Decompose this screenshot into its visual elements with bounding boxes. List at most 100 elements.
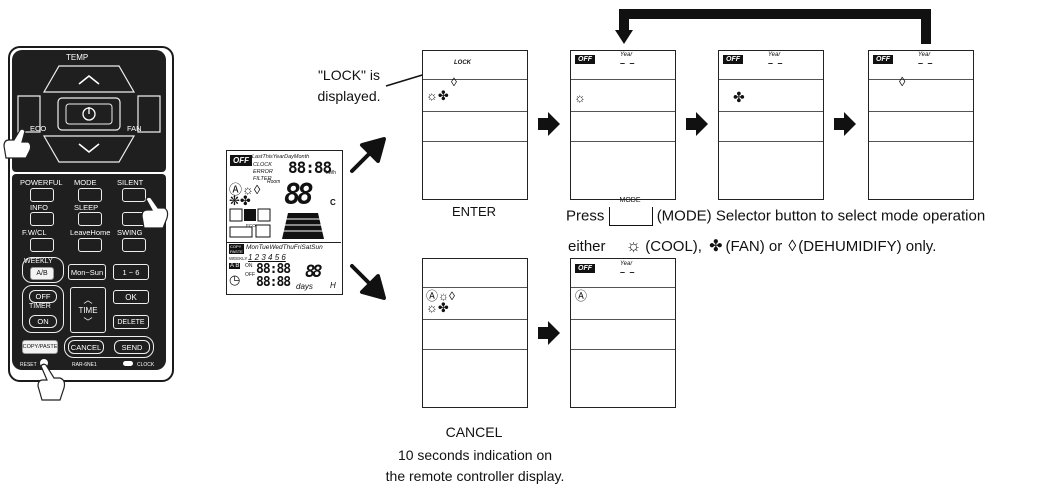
panel-dash: – – [620, 58, 636, 68]
leavehome-button[interactable] [78, 238, 102, 252]
arrow-to-enter [350, 137, 386, 173]
panel-dash: – – [768, 58, 784, 68]
cancel-note-line2: the remote controller display. [385, 468, 565, 484]
panel-year: Year [620, 261, 633, 267]
lcd-off-tag: OFF [230, 155, 252, 166]
temp-up-button[interactable] [42, 65, 136, 93]
mode-button[interactable] [78, 188, 102, 202]
all-mode-icons: Ⓐ☼◊ [426, 289, 455, 303]
panel-auto [570, 258, 676, 408]
cancel-caption: CANCEL [445, 424, 503, 440]
timer-off-button[interactable]: OFF [29, 290, 57, 303]
lcd-room: Room [267, 179, 281, 185]
panel-lock-tag: LOCK [454, 60, 471, 66]
mon-sun-button[interactable]: Mon~Sun [68, 264, 106, 280]
panel-off-tag: OFF [873, 55, 893, 64]
auto-icon: Ⓐ [575, 289, 588, 303]
cool-icon: ☼ [574, 90, 586, 105]
info-label: INFO [30, 203, 48, 212]
temp-label: TEMP [66, 53, 89, 62]
lcd-digits-on: 88:88 [256, 262, 291, 277]
fan-button[interactable] [137, 95, 161, 133]
fwcl-label: F.W/CL [22, 228, 47, 237]
lcd-big-digits: 88 [284, 178, 314, 211]
reset-button[interactable] [40, 359, 48, 367]
time-label: TIME [78, 305, 98, 315]
drop-icon: ◊ [451, 75, 457, 89]
hand-pointer-icon [141, 196, 169, 229]
panel-off-tag: OFF [723, 55, 743, 64]
panel-dash: – – [918, 58, 934, 68]
silent-button[interactable] [122, 188, 146, 202]
timer-on-button[interactable]: ON [29, 315, 57, 328]
time-button[interactable]: ︿TIME﹀ [70, 287, 106, 333]
eco-label: ECO [30, 124, 47, 133]
ok-button[interactable]: OK [113, 290, 149, 304]
swing-button[interactable] [122, 238, 146, 252]
panel-year: Year [918, 52, 931, 58]
cool-fan-icons: ☼✤ [426, 88, 449, 103]
weekly-group [22, 257, 64, 283]
one-six-button[interactable]: 1 ~ 6 [113, 264, 149, 280]
cool-icon: ☼ [625, 236, 642, 255]
ab-button[interactable]: A/B [30, 267, 54, 280]
lcd-numbers: 1 2 3 4 5 6 [248, 253, 286, 262]
temp-down-button[interactable] [42, 135, 136, 163]
enter-caption: ENTER [451, 204, 497, 219]
lcd-ab: A B [229, 263, 241, 269]
timer-label: TIMER [29, 303, 51, 310]
timer-group [22, 285, 64, 333]
lcd-digits-off: 88:88 [256, 275, 291, 290]
fwcl-button[interactable] [30, 238, 54, 252]
arrow-to-cancel [350, 264, 386, 300]
swing-label: SWING [117, 228, 143, 237]
lcd-digits-day: 88 [305, 262, 323, 282]
hand-pointer-icon [37, 363, 66, 401]
cool-fan-icons: ☼✤ [426, 300, 449, 315]
lock-note-line2: displayed. [317, 88, 381, 104]
lcd-days: days [296, 282, 313, 291]
sleep-label: SLEEP [74, 203, 99, 212]
mode-label: MODE [74, 178, 97, 187]
lcd-week-days: MonTueWedThuFriSatSun [246, 244, 323, 251]
right-arrow-2 [686, 112, 708, 136]
cancel-button[interactable]: CANCEL [68, 340, 104, 354]
panel-year: Year [620, 52, 633, 58]
copy-paste-button[interactable]: COPY/PASTE [22, 340, 58, 354]
send-button[interactable]: SEND [114, 340, 150, 354]
cancel-note-line1: 10 seconds indication on [397, 447, 553, 463]
lcd-h: H [330, 281, 336, 290]
eco-button[interactable] [17, 95, 41, 133]
lcd-weekly: WEEKLY [229, 256, 248, 261]
lcd-eco: ECO [246, 223, 256, 228]
lcd-off-small: OFF [245, 272, 255, 278]
full-lcd-display [226, 150, 343, 295]
panel-fan [718, 50, 824, 200]
lcd-divider [227, 242, 341, 243]
panel-off-tag: OFF [575, 55, 595, 64]
lcd-on: ON [245, 263, 253, 269]
lcd-big-c: C [330, 198, 336, 207]
lock-note-line1: "LOCK" is [317, 67, 381, 83]
model-label: RAR-6NE1 [72, 362, 97, 368]
drop-icon: ◊ [788, 238, 797, 255]
panel-off-tag: OFF [575, 264, 595, 273]
right-arrow-3 [834, 112, 856, 136]
powerful-button[interactable] [30, 188, 54, 202]
fan-icon: ✤ [733, 89, 745, 105]
lcd-clock-error: CLOCK ERROR FILTER [253, 162, 273, 182]
sleep-button[interactable] [78, 212, 102, 226]
lcd-mode-icons-2: ❋✤ [229, 193, 251, 208]
powerful-label: POWERFUL [20, 178, 63, 187]
mode-key-icon: MODE [608, 197, 653, 226]
panel-year: Year [768, 52, 781, 58]
either-text: either ☼(COOL), ✤(FAN) or ◊(DEHUMIDIFY) … [568, 236, 937, 255]
lcd-clock-icon: ◷ [229, 272, 241, 287]
lcd-kwh: kWh [326, 170, 336, 176]
clock-button[interactable] [123, 361, 133, 366]
right-arrow-1 [538, 112, 560, 136]
info-button[interactable] [30, 212, 54, 226]
reset-label: RESET [20, 362, 37, 368]
delete-button[interactable]: DELETE [113, 315, 149, 329]
